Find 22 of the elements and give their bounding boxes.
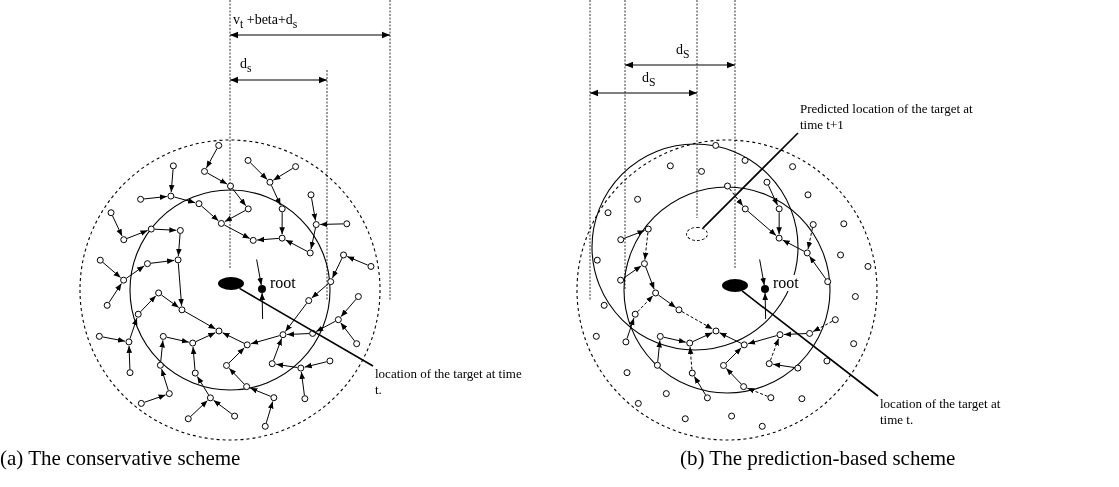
dimension-label: v$_{t}$ +beta+d$_{s}$ [233,12,298,31]
figure-caption: (a) The conservative scheme [0,446,241,471]
dimension-label: d$_{S}$ [676,42,690,61]
leader-line [238,287,374,367]
leader-line [702,132,799,229]
leader-label: Predicted location of the target at time t+1 [800,101,974,133]
target-marker [218,277,244,290]
root-dot [761,285,769,293]
dimension-label: d$_{s}$ [240,56,252,75]
leader-label: location of the target at time t. [880,396,1002,428]
node-label: root [773,275,799,291]
node-label: root [270,275,296,291]
arrow [259,292,266,320]
figure-caption: (b) The prediction-based scheme [680,446,956,471]
arrow [759,259,766,286]
leader-label: location of the target at time t. [375,366,523,398]
target-marker [722,279,748,292]
dimension-label: d$_{S}$ [642,70,656,89]
arrow [256,259,263,286]
arrow [762,292,769,320]
leader-line [741,290,879,397]
root-dot [258,285,266,293]
